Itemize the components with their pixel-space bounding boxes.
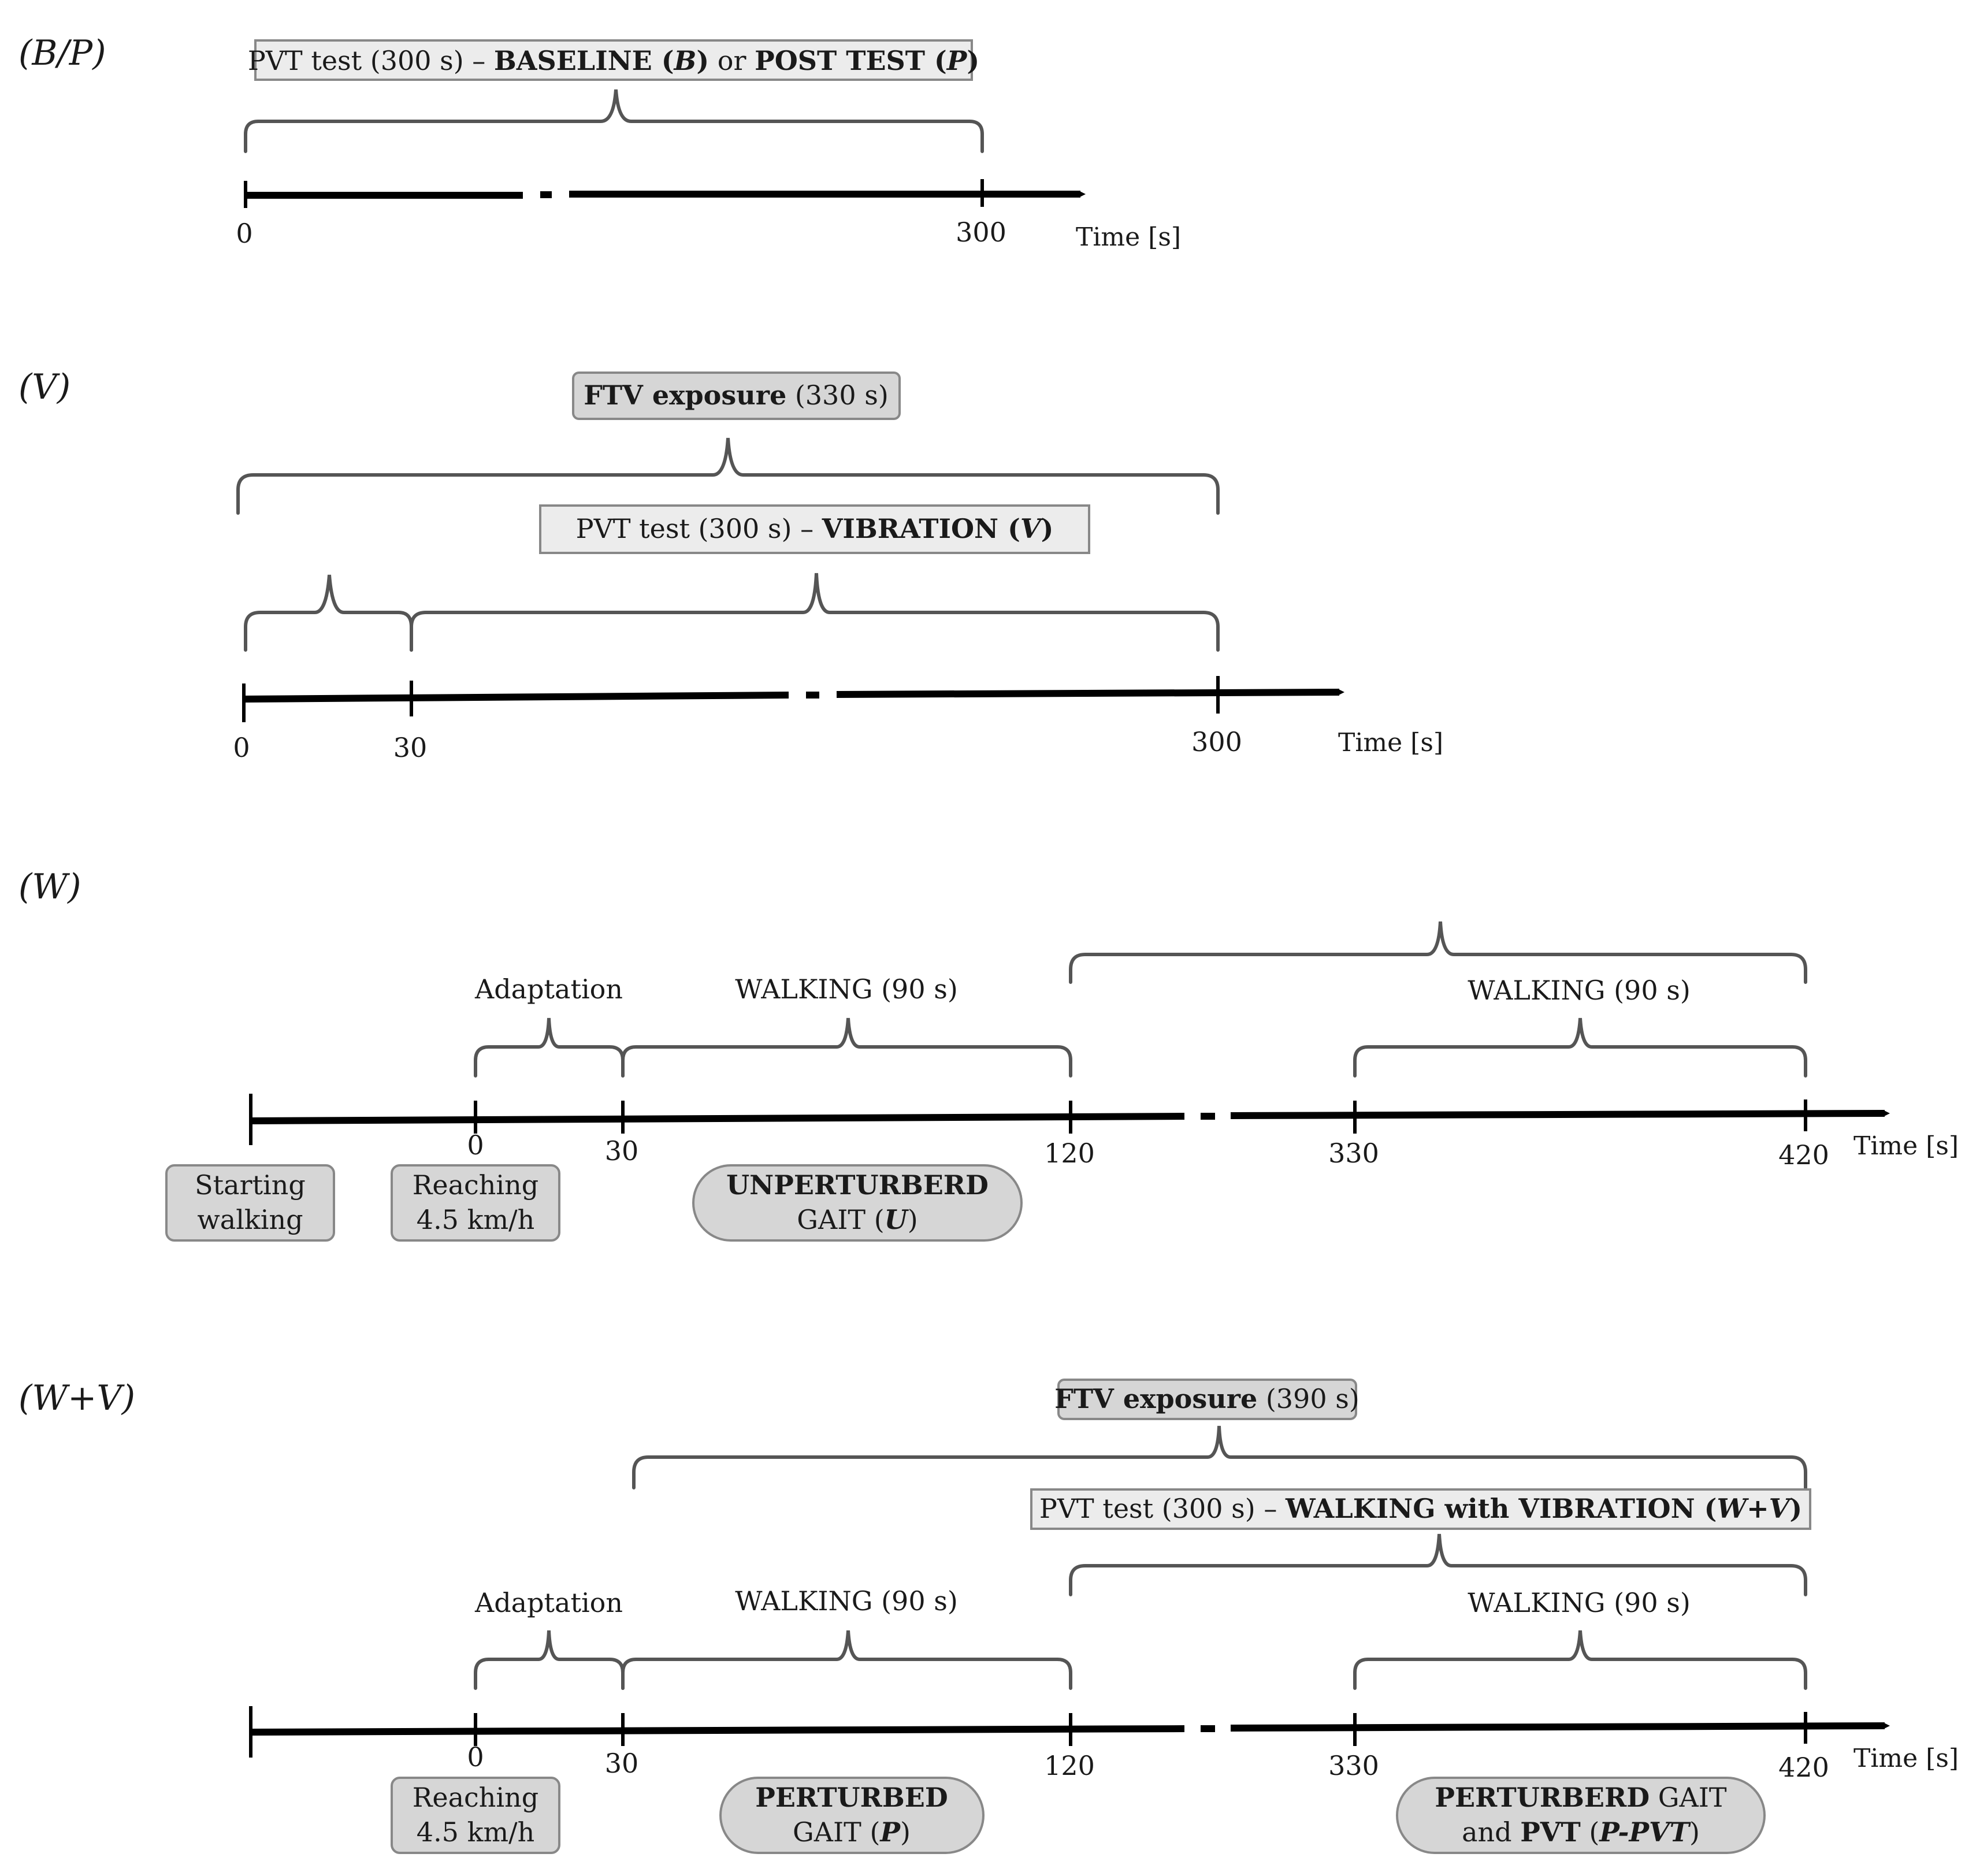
svg-text:Reaching: Reaching	[413, 1782, 538, 1813]
panel-wv: (W+V) FTV exposure (390 s) PVT test (300…	[18, 1378, 1959, 1854]
v-ftv-box: FTV exposure (330 s)	[572, 372, 901, 420]
panel-label-w: (W)	[18, 867, 81, 907]
w-unperturbed-gait-pill: UNPERTURBERD GAIT (U)	[692, 1164, 1023, 1242]
w-tick-30: 30	[605, 1135, 639, 1167]
v-tick-30: 30	[393, 732, 428, 763]
wv-tick-30: 30	[605, 1748, 639, 1779]
wv-tick-0: 0	[467, 1741, 484, 1773]
bp-timeline-axis	[244, 179, 1086, 208]
svg-text:4.5 km/h: 4.5 km/h	[417, 1816, 534, 1848]
v-tick-300: 300	[1191, 726, 1242, 757]
v-axis-label: Time [s]	[1338, 728, 1443, 757]
wv-ftv-box-label: FTV exposure (390 s)	[1054, 1383, 1359, 1414]
bp-pvt-box-label: PVT test (300 s) – BASELINE (B) or POST …	[248, 45, 979, 76]
w-tick-120: 120	[1044, 1138, 1095, 1169]
svg-text:PERTURBERD GAIT: PERTURBERD GAIT	[1435, 1782, 1726, 1813]
w-walking2-label: WALKING (90 s)	[1468, 975, 1691, 1006]
panel-bp: (B/P) PVT test (300 s) – BASELINE (B) or…	[18, 33, 1181, 252]
wv-adaptation-label: Adaptation	[474, 1587, 623, 1618]
svg-text:GAIT (P): GAIT (P)	[793, 1816, 911, 1848]
svg-text:PERTURBED: PERTURBED	[755, 1782, 948, 1813]
panel-label-bp: (B/P)	[18, 33, 106, 73]
wv-ftv-brace	[632, 1425, 1807, 1489]
svg-text:walking: walking	[197, 1204, 303, 1235]
w-tick-420: 420	[1778, 1139, 1829, 1171]
panel-w: (W) Adaptation WALKING (90 s) WALKING (9…	[18, 867, 1959, 1242]
bp-axis-label: Time [s]	[1076, 222, 1181, 252]
wv-perturbed-gait-pill: PERTURBED GAIT (P)	[719, 1777, 985, 1854]
v-pvt-box-label: PVT test (300 s) – VIBRATION (V)	[576, 513, 1054, 544]
wv-tick-420: 420	[1778, 1752, 1829, 1783]
v-pvt-box: PVT test (300 s) – VIBRATION (V)	[539, 504, 1090, 554]
bp-pvt-box: PVT test (300 s) – BASELINE (B) or POST …	[248, 39, 979, 81]
panel-v: (V) FTV exposure (330 s) PVT test (300 s…	[18, 367, 1443, 763]
wv-walking1-label: WALKING (90 s)	[735, 1585, 958, 1617]
wv-pvt-box-label: PVT test (300 s) – WALKING with VIBRATIO…	[1039, 1493, 1802, 1524]
wv-perturbed-gait-pvt-pill: PERTURBERD GAIT and PVT (P-PVT)	[1396, 1777, 1766, 1854]
w-walking2-brace	[1353, 1017, 1807, 1078]
bp-tick-0: 0	[236, 218, 252, 249]
wv-adapt-brace	[474, 1630, 625, 1690]
wv-walking2-brace	[1353, 1630, 1807, 1690]
wv-tick-120: 120	[1044, 1750, 1095, 1781]
w-tick-0: 0	[467, 1130, 484, 1161]
svg-text:Starting: Starting	[195, 1169, 306, 1201]
v-ftv-box-label: FTV exposure (330 s)	[584, 380, 889, 411]
w-timeline-axis	[249, 1094, 1890, 1145]
w-axis-label: Time [s]	[1853, 1131, 1959, 1161]
panel-label-v: (V)	[18, 367, 70, 407]
v-adapt-brace	[244, 574, 413, 652]
w-pvt-brace	[1069, 921, 1807, 984]
wv-pvt-box: PVT test (300 s) – WALKING with VIBRATIO…	[1030, 1488, 1811, 1530]
svg-text:GAIT (U): GAIT (U)	[797, 1204, 918, 1235]
svg-text:UNPERTURBERD: UNPERTURBERD	[726, 1169, 989, 1201]
svg-text:4.5 km/h: 4.5 km/h	[417, 1204, 534, 1235]
w-adaptation-label: Adaptation	[474, 974, 623, 1005]
wv-pvt-brace	[1069, 1533, 1807, 1596]
w-reaching-box: Reaching 4.5 km/h	[391, 1164, 560, 1242]
wv-reaching-box: Reaching 4.5 km/h	[391, 1777, 560, 1854]
v-pvt-brace	[410, 573, 1220, 652]
w-walking1-brace	[621, 1017, 1072, 1078]
panel-label-wv: (W+V)	[18, 1378, 135, 1418]
w-adapt-brace	[474, 1017, 625, 1078]
v-ftv-brace	[236, 437, 1220, 515]
wv-timeline-axis	[249, 1706, 1890, 1758]
svg-text:Reaching: Reaching	[413, 1169, 538, 1201]
wv-walking2-label: WALKING (90 s)	[1468, 1587, 1691, 1618]
bp-brace	[244, 89, 984, 153]
v-tick-0: 0	[233, 732, 250, 763]
wv-ftv-box: FTV exposure (390 s)	[1054, 1379, 1359, 1420]
w-walking1-label: WALKING (90 s)	[735, 974, 958, 1005]
v-timeline-axis	[242, 676, 1344, 722]
bp-tick-300: 300	[956, 217, 1006, 248]
w-starting-walking-box: Starting walking	[165, 1164, 335, 1242]
wv-axis-label: Time [s]	[1853, 1744, 1959, 1773]
w-tick-330: 330	[1328, 1138, 1379, 1169]
svg-text:and PVT (P-PVT): and PVT (P-PVT)	[1462, 1816, 1700, 1848]
wv-walking1-brace	[621, 1630, 1072, 1690]
wv-tick-330: 330	[1328, 1750, 1379, 1781]
